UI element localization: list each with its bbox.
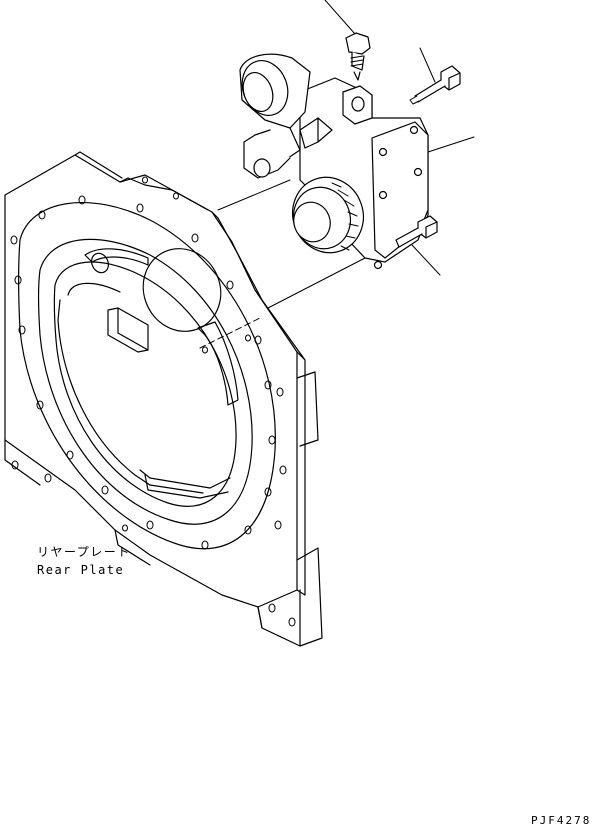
rear-plate	[5, 152, 322, 646]
cover-bolt-1	[380, 149, 387, 156]
leader-pump-cover	[428, 137, 474, 152]
inner-bracket	[108, 308, 148, 352]
rear-plate-top-notch	[75, 152, 208, 210]
bolt-holes	[11, 177, 295, 626]
inner-bore-edge	[54, 262, 236, 506]
cover-bolt-5	[375, 262, 382, 269]
assembly-line-gear	[200, 318, 260, 348]
leader-lines	[200, 0, 474, 348]
right-ear-upper	[297, 372, 318, 446]
cover-bolt-2	[411, 127, 418, 134]
relief-valve	[346, 33, 370, 80]
assembly-line-top	[218, 180, 290, 210]
assembly-line-mid	[268, 258, 365, 308]
gasket-arc	[198, 322, 238, 405]
rear-plate-label-jp: リヤープレート	[37, 545, 131, 559]
drive-gear	[282, 167, 374, 262]
mount-bracket	[300, 118, 332, 148]
inner-ledge-lower	[145, 475, 228, 498]
right-ear-lower-face	[258, 590, 300, 646]
leader-upper-bolt	[420, 48, 435, 82]
small-hole-top	[89, 251, 112, 276]
leader-lower-bolt	[412, 245, 440, 275]
plate-bottom-line	[5, 440, 150, 565]
pump-assembly	[235, 33, 460, 269]
rear-plate-side-face	[212, 212, 305, 595]
cover-bolt-4	[415, 169, 422, 176]
solenoid-unit	[235, 54, 310, 178]
upper-bolt	[410, 66, 460, 104]
inner-ledge	[58, 283, 230, 488]
drawing-code: PJF4278	[531, 814, 592, 827]
outer-ring	[19, 203, 276, 549]
top-slot	[85, 249, 148, 265]
rear-plate-label-en: Rear Plate	[37, 563, 125, 577]
leader-relief-valve	[325, 0, 355, 34]
cover-bolt-3	[380, 192, 387, 199]
lower-bolt	[396, 216, 437, 247]
pump-mount-hole	[130, 236, 234, 344]
port-hole	[352, 97, 364, 111]
inner-bore-outer-edge	[39, 239, 253, 524]
